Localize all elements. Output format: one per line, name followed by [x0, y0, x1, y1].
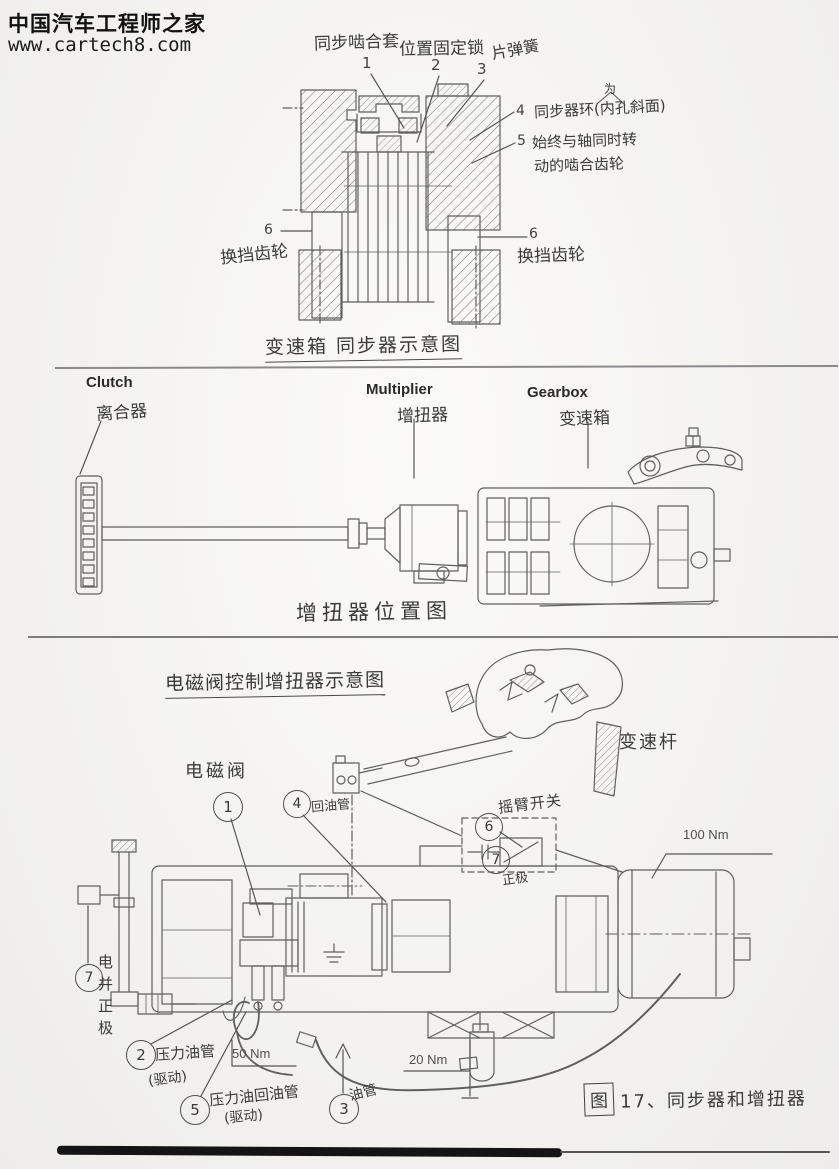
sync-callout-6-left: 6 [264, 222, 273, 238]
lever-bracket [627, 427, 743, 485]
sync-callout-5: 5 [517, 133, 526, 149]
callout-4: 4 [283, 790, 311, 818]
sync-diagram-caption: 变速箱 同步器示意图 [264, 329, 463, 363]
gearbox-housing [477, 487, 731, 607]
solenoid-valve [239, 888, 299, 1011]
sync-callout-3: 3 [477, 60, 487, 78]
sync-callout-2: 2 [431, 56, 441, 74]
solenoid-valve-label: 电磁阀 [185, 761, 248, 782]
position-diagram-caption: 增扭器位置图 [295, 598, 453, 626]
synchro-ring-insert-char: 为 [604, 82, 617, 96]
watermark-title: 中国汽车工程师之家 [8, 12, 206, 36]
multiplier-unit [384, 504, 468, 584]
callout-7-right: 7 [482, 846, 510, 874]
oil-pipes [222, 973, 681, 1092]
shift-gear-label-right: 换挡齿轮 [516, 244, 586, 268]
output-cylinder [605, 869, 751, 999]
motor-unit [285, 873, 388, 977]
torque-50nm-label: 50 Nm [232, 1046, 271, 1061]
position-lock-label: 位置固定锁 [398, 38, 485, 60]
main-housing [151, 865, 619, 1013]
pto-shaft [418, 563, 468, 582]
input-shaft [101, 518, 386, 549]
battery-positive-label: 电并正极 [96, 954, 114, 1042]
drivetrain-position-drawing [75, 418, 743, 607]
sync-callout-4: 4 [516, 103, 525, 119]
gear-lever [363, 648, 623, 797]
figure-number-box: 图 [583, 1082, 615, 1117]
callout-3: 3 [329, 1094, 359, 1124]
clutch-label-en: Clutch [86, 374, 133, 391]
callout-2: 2 [126, 1040, 156, 1070]
oil-filter [469, 1011, 495, 1082]
pressure-pipe-label: 压力油管 [154, 1041, 216, 1065]
positive-terminal-label: 正极 [501, 870, 530, 889]
meshing-gear-label-line1: 始终与轴同时转 [531, 130, 638, 152]
pressure-return-pipe-sublabel: (驱动) [223, 1107, 264, 1127]
synchronizer-drawing [280, 73, 626, 329]
sync-sleeve-label: 同步啮合套 [313, 31, 400, 55]
section-divider-2 [28, 636, 838, 638]
gearbox-label-zh: 变速箱 [558, 408, 611, 430]
torque-20nm-label: 20 Nm [409, 1052, 448, 1067]
return-pipe-label: 回油管 [310, 797, 351, 816]
mount-bracket [427, 1011, 555, 1039]
figure-caption: 17、同步器和增扭器 [619, 1088, 808, 1113]
scan-artifact-line [560, 1151, 830, 1153]
clutch-disc [75, 475, 103, 595]
multiplier-label-zh: 增扭器 [396, 405, 449, 427]
callout-1: 1 [213, 792, 243, 822]
callout-6: 6 [475, 813, 503, 841]
meshing-gear-label-line2: 动的啮合齿轮 [533, 154, 625, 176]
gear-lever-label: 变速杆 [619, 732, 679, 753]
sync-callout-1: 1 [362, 54, 372, 72]
multiplier-label-en: Multiplier [366, 381, 433, 398]
sync-callout-6-right: 6 [529, 226, 538, 242]
callout-7-left: 7 [75, 964, 103, 992]
solenoid-diagram-title: 电磁阀控制增扭器示意图 [164, 665, 386, 699]
watermark-url: www.cartech8.com [8, 34, 192, 56]
lever-connector [332, 755, 463, 899]
clutch-label-zh: 离合器 [95, 401, 148, 425]
torque-100nm-label: 100 Nm [683, 827, 729, 842]
solenoid-control-drawing [77, 648, 773, 1099]
callout-5: 5 [180, 1095, 210, 1125]
gearbox-label-en: Gearbox [527, 384, 588, 401]
